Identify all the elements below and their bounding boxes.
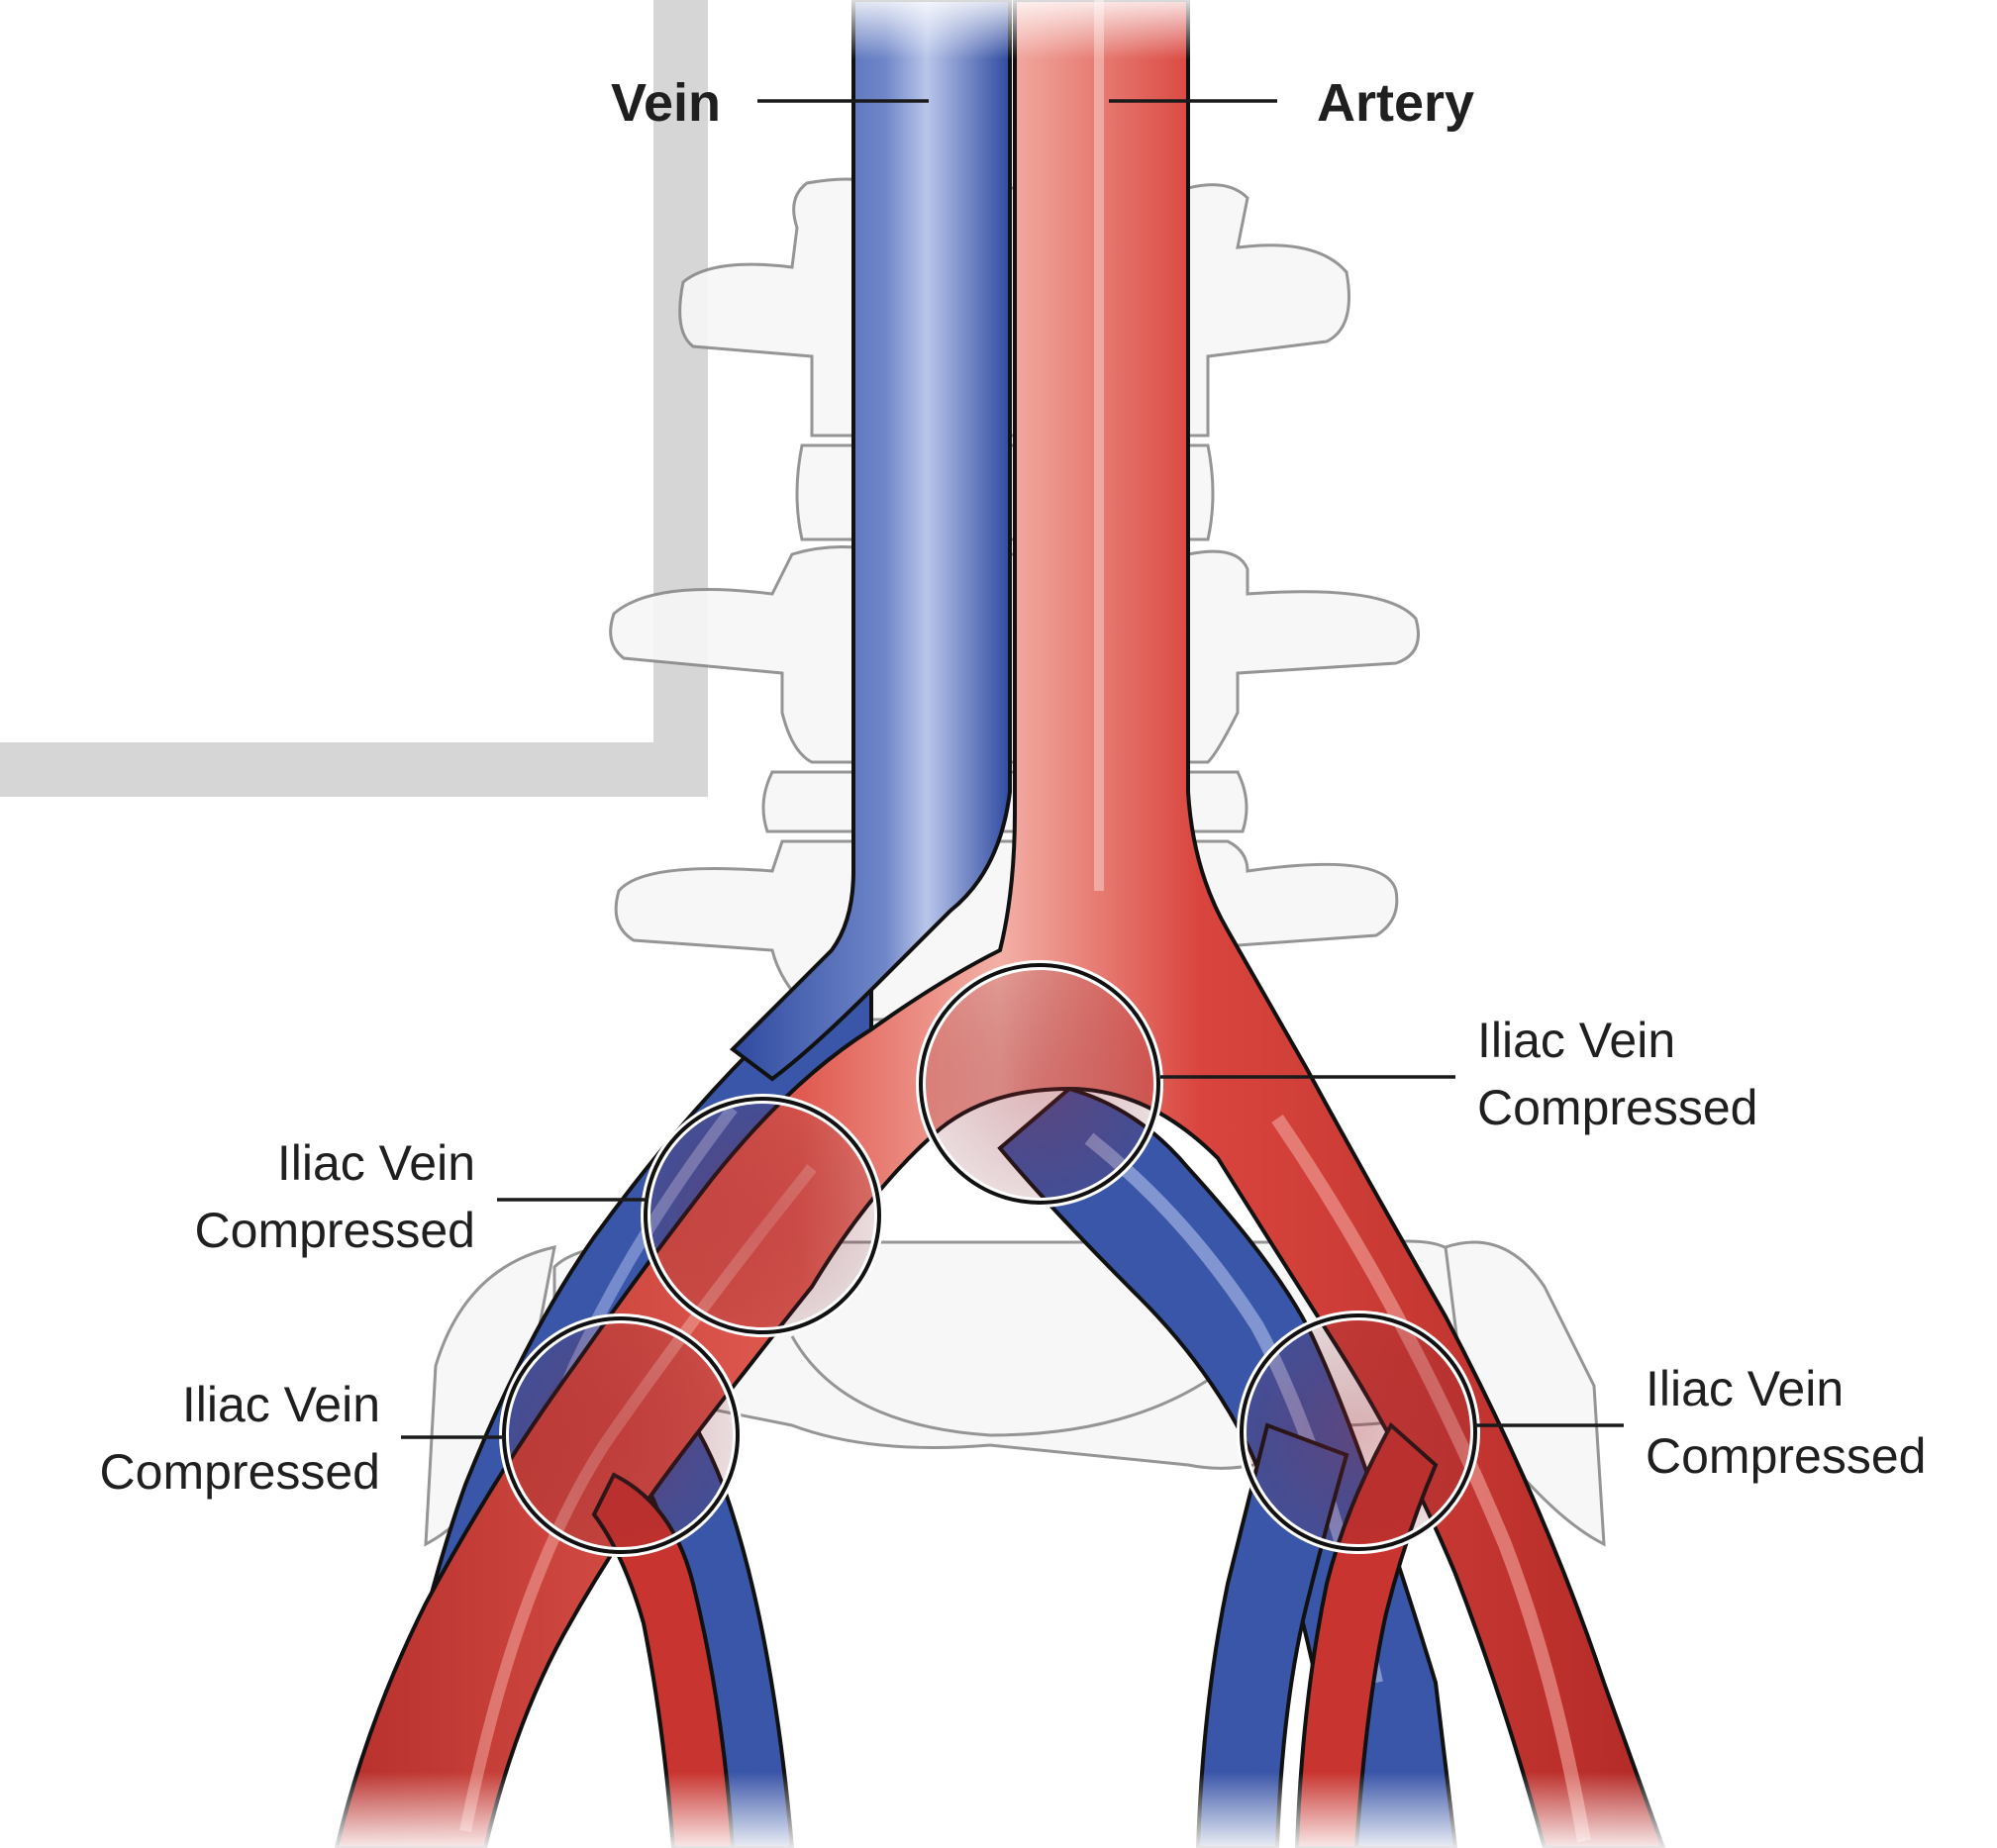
label-artery: Artery xyxy=(1317,73,1474,133)
label-mid-left-line2: Compressed xyxy=(195,1203,475,1258)
compression-circle-mid-left xyxy=(646,1099,879,1332)
label-low-left-line2: Compressed xyxy=(100,1444,380,1500)
label-top-right-line1: Iliac Vein xyxy=(1477,1013,1675,1068)
label-vein: Vein xyxy=(611,73,721,133)
compression-circle-low-right xyxy=(1242,1315,1475,1549)
compression-circle-low-left xyxy=(504,1318,738,1552)
label-mid-left-line1: Iliac Vein xyxy=(277,1135,475,1191)
label-low-left-line1: Iliac Vein xyxy=(182,1377,380,1432)
compression-circle-top-right xyxy=(921,965,1158,1203)
frame-corner xyxy=(0,0,708,797)
label-low-right-line1: Iliac Vein xyxy=(1646,1361,1844,1416)
label-low-right-line2: Compressed xyxy=(1646,1428,1926,1484)
label-top-right-line2: Compressed xyxy=(1477,1080,1757,1135)
